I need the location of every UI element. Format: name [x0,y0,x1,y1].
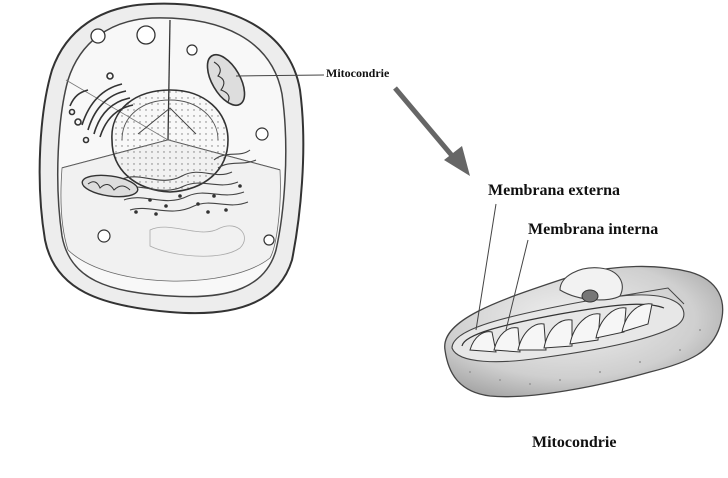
nucleus [111,89,229,193]
inner-membrane-pointer-line [505,239,529,331]
cristae [469,303,653,353]
cell-pointer-line [235,74,325,77]
outer-membrane-label: Membrana externa [488,182,620,199]
cell-mitochondrion-lower [81,174,139,198]
zoom-arrow [393,86,470,176]
cell-mitochondrion [206,53,246,107]
outer-membrane-pointer-line [475,203,497,331]
endoplasmic-reticulum [117,149,257,212]
mitochondrion-caption: Mitocondrie [532,434,617,451]
mitochondrion-inner-membrane [461,303,665,347]
golgi-apparatus [68,72,134,144]
mitochondrion-drawing [444,265,724,398]
inner-membrane-label: Membrana interna [528,221,659,238]
animal-cell-drawing [38,2,305,315]
cell-mitochondrion-label: Mitocondrie [326,66,390,80]
